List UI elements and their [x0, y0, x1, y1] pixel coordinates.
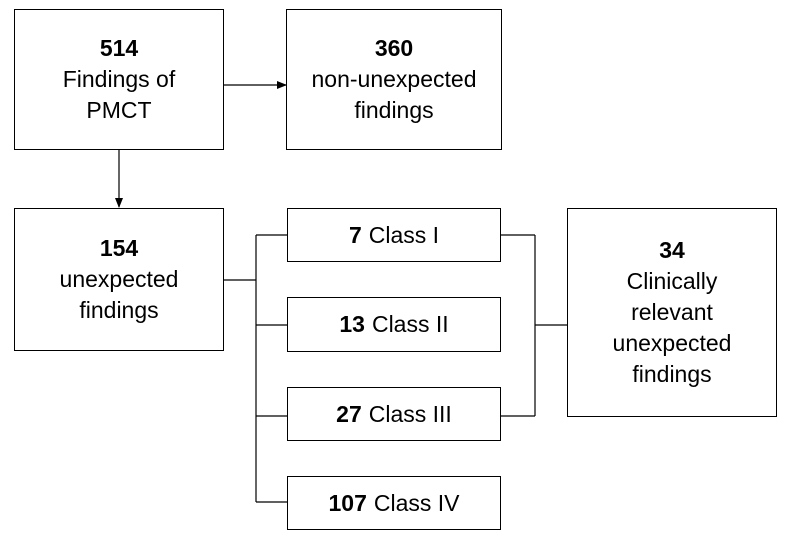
unexpected-label-line-2: findings — [79, 297, 159, 323]
pmct-label-line-2: PMCT — [86, 97, 152, 123]
relevant-count: 34 — [659, 237, 685, 263]
non-unexpected-label-line-1: non-unexpected — [311, 66, 477, 92]
non-unexpected-count: 360 — [374, 35, 414, 61]
class-3-box: 27 Class III — [287, 387, 501, 441]
clinically-relevant-findings-box: 34 Clinically relevant unexpected findin… — [567, 208, 777, 417]
class-4-count: 107 — [328, 489, 367, 516]
class-3-count: 27 — [336, 400, 362, 427]
class-4-box: 107 Class IV — [287, 476, 501, 530]
class-2-label: Class II — [371, 311, 449, 337]
pmct-label-line-1: Findings of — [62, 66, 176, 92]
unexpected-findings-box: 154 unexpected findings — [14, 208, 224, 351]
pmct-findings-box: 514 Findings of PMCT — [14, 9, 224, 150]
relevant-label-line-2: relevant — [631, 299, 713, 325]
class-2-count: 13 — [339, 311, 365, 337]
pmct-count: 514 — [99, 35, 139, 61]
relevant-label-line-1: Clinically — [626, 268, 718, 294]
relevant-label-line-4: findings — [632, 361, 712, 387]
relevant-label-line-3: unexpected — [612, 330, 732, 356]
non-unexpected-findings-box: 360 non-unexpected findings — [286, 9, 502, 150]
class-2-box: 13 Class II — [287, 297, 501, 352]
class-4-label: Class IV — [373, 489, 460, 516]
non-unexpected-label-line-2: findings — [354, 97, 434, 123]
class-1-label: Class I — [368, 221, 440, 248]
unexpected-label-line-1: unexpected — [59, 266, 179, 292]
class-1-count: 7 — [348, 221, 362, 248]
unexpected-count: 154 — [99, 235, 139, 261]
class-1-box: 7 Class I — [287, 208, 501, 262]
class-3-label: Class III — [368, 400, 452, 427]
